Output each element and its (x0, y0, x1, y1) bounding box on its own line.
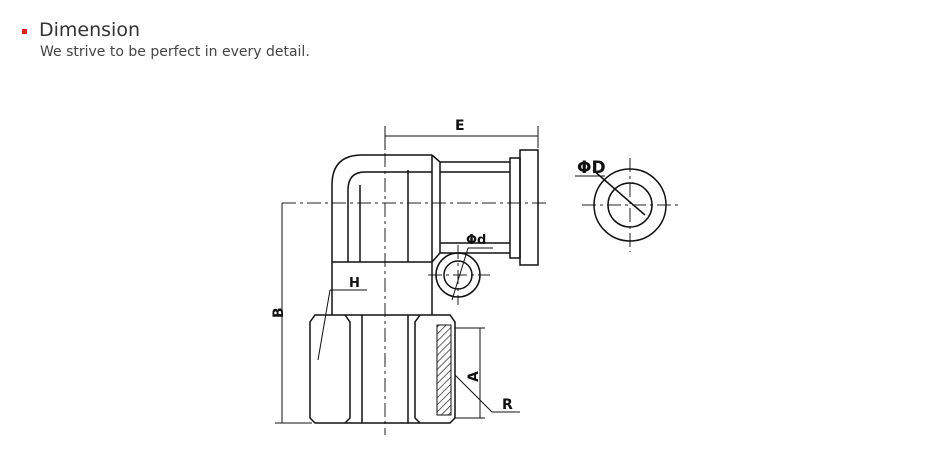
section-subtitle: We strive to be perfect in every detail. (40, 44, 310, 60)
section-header: Dimension We strive to be perfect in eve… (22, 18, 310, 60)
label-h: H (349, 276, 360, 291)
thread-hatch (436, 324, 452, 416)
section-title: Dimension (39, 19, 140, 41)
dimension-lines (275, 126, 605, 424)
fitting-body (309, 149, 539, 424)
title-row: Dimension (22, 18, 310, 42)
label-a: A (466, 371, 482, 382)
label-e: E (455, 118, 465, 134)
label-b: B (271, 307, 287, 318)
label-r: R (502, 397, 513, 413)
label-phi-d-small: Φd (466, 233, 486, 248)
label-phi-d-large: ΦD (577, 158, 606, 178)
bullet-marker (22, 28, 27, 34)
centerlines (282, 128, 678, 435)
end-view (592, 168, 667, 242)
